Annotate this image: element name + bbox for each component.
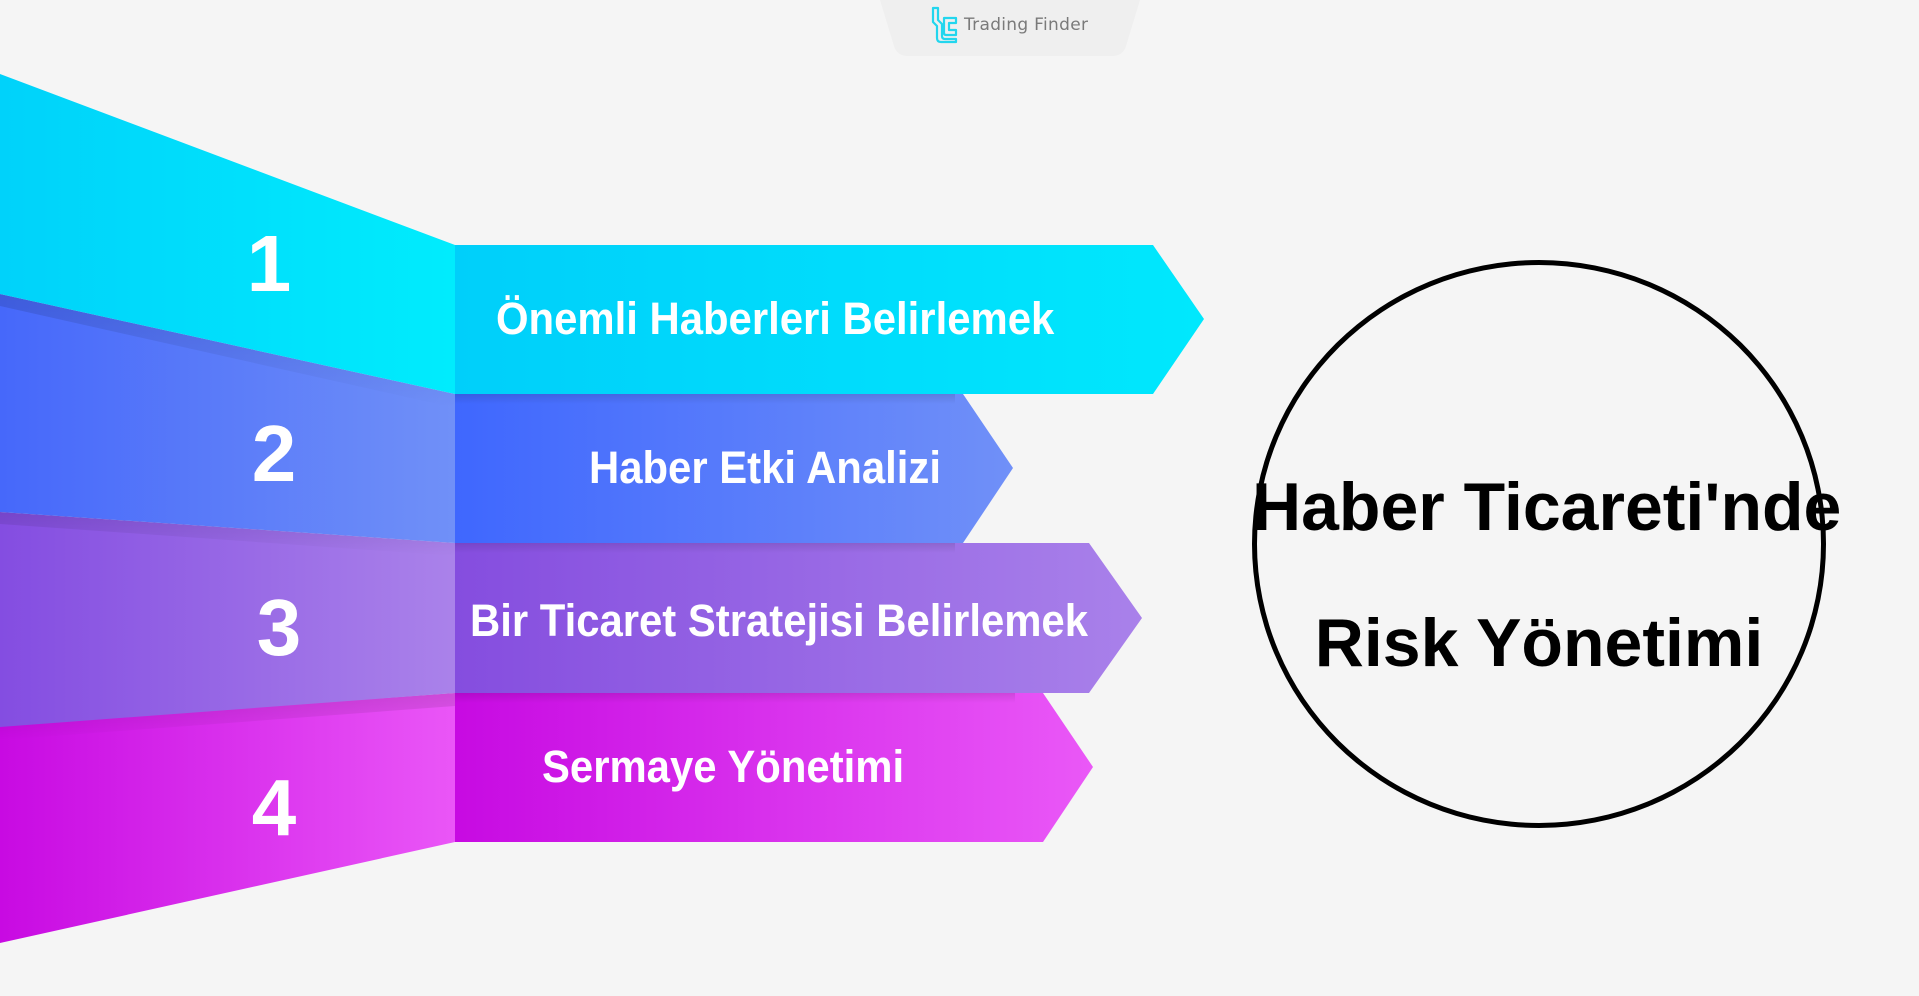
step-label-3: Bir Ticaret Stratejisi Belirlemek [470,595,1088,646]
band-4 [0,693,455,943]
band-2 [0,294,455,543]
trading-finder-logo-icon [931,6,958,44]
step-number-2: 2 [251,409,297,498]
arrow-1 [455,245,1204,394]
arrow-4 [455,693,1093,842]
band-3 [0,512,455,727]
title-line-2: Risk Yönetimi [1314,605,1764,681]
step-label-1: Önemli Haberleri Belirlemek [496,293,1055,344]
step-number-4: 4 [251,763,297,852]
band-1 [0,74,455,394]
title-circle [1252,260,1826,828]
step-label-2: Haber Etki Analizi [589,442,941,493]
step-number-1: 1 [246,219,292,308]
step-number-3: 3 [256,583,302,672]
brand-name: Trading Finder [964,15,1089,35]
step-label-4: Sermaye Yönetimi [542,741,905,792]
arrow-2 [455,394,1013,543]
arrow-3 [455,543,1142,693]
title-line-1: Haber Ticareti'nde [1252,469,1842,545]
